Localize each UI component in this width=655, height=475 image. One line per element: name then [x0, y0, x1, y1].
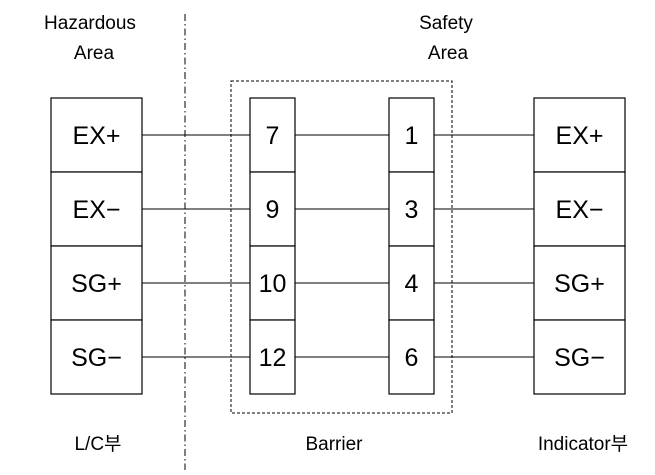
barrier-safe-terminal-label-4: 6 — [405, 344, 419, 372]
barrier-safe-terminal-column: 1 3 4 6 — [388, 97, 435, 395]
lc-terminal-box-4 — [50, 319, 143, 395]
barrier-hazardous-terminal-label-2: 9 — [266, 196, 280, 224]
barrier-safe-terminal-box-1 — [388, 97, 435, 173]
barrier-safe-terminal-label-1: 1 — [405, 122, 419, 150]
indicator-terminal-column: EX+ EX− SG+ SG− — [533, 97, 626, 395]
indicator-label: Indicator부 — [538, 434, 628, 455]
indicator-terminal-label-1: EX+ — [556, 122, 604, 150]
indicator-terminal-box-4 — [533, 319, 626, 395]
wires-group — [142, 134, 534, 358]
barrier-label: Barrier — [305, 434, 363, 455]
lc-terminal-label-2: EX− — [73, 196, 121, 224]
barrier-hazardous-terminal-label-4: 12 — [259, 344, 287, 372]
lc-terminal-box-2 — [50, 171, 143, 247]
lc-terminal-column: EX+ EX− SG+ SG− — [50, 97, 143, 395]
barrier-hazardous-terminal-label-3: 10 — [259, 270, 287, 298]
hazardous-area-title-line1: Hazardous — [44, 13, 136, 34]
indicator-terminal-label-3: SG+ — [554, 270, 605, 298]
indicator-terminal-box-3 — [533, 245, 626, 321]
barrier-hazardous-terminal-box-4 — [249, 319, 296, 395]
indicator-terminal-label-2: EX− — [556, 196, 604, 224]
barrier-outline — [230, 80, 453, 414]
safety-area-title-line1: Safety — [419, 13, 473, 34]
indicator-terminal-label-4: SG− — [554, 344, 605, 372]
barrier-hazardous-terminal-label-1: 7 — [266, 122, 280, 150]
barrier-hazardous-terminal-column: 7 9 10 12 — [249, 97, 296, 395]
lc-terminal-box-3 — [50, 245, 143, 321]
barrier-safe-terminal-box-2 — [388, 171, 435, 247]
barrier-safe-terminal-label-3: 4 — [405, 270, 419, 298]
lc-terminal-label-3: SG+ — [71, 270, 122, 298]
barrier-hazardous-terminal-box-3 — [249, 245, 296, 321]
barrier-safe-terminal-label-2: 3 — [405, 196, 419, 224]
barrier-hazardous-terminal-box-1 — [249, 97, 296, 173]
lc-terminal-box-1 — [50, 97, 143, 173]
barrier-safe-terminal-box-4 — [388, 319, 435, 395]
lc-label: L/C부 — [74, 434, 121, 455]
hazardous-area-title-line2: Area — [74, 43, 115, 64]
barrier-hazardous-terminal-box-2 — [249, 171, 296, 247]
lc-terminal-label-4: SG− — [71, 344, 122, 372]
safety-area-title-line2: Area — [428, 43, 469, 64]
barrier-safe-terminal-box-3 — [388, 245, 435, 321]
lc-terminal-label-1: EX+ — [73, 122, 121, 150]
